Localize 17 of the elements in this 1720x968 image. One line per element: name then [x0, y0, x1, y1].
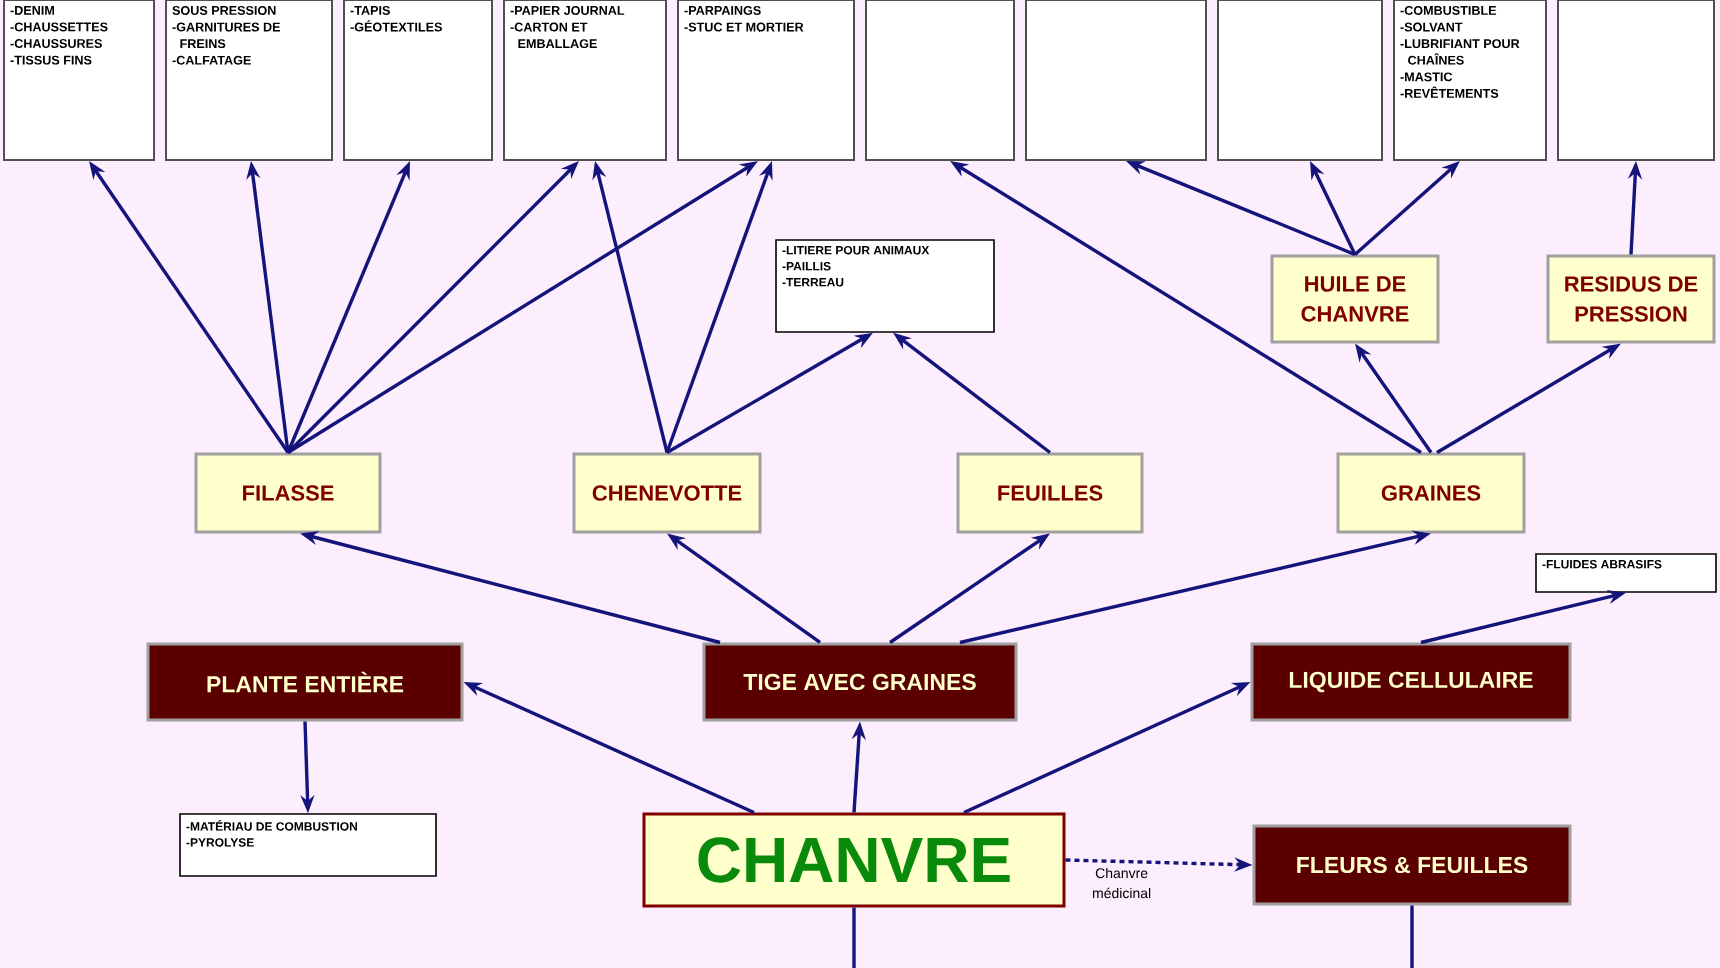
product-box: HUILE DE CHANVRE: [1270, 254, 1440, 344]
list-box: [1025, 0, 1207, 161]
product-box: RESIDUS DE PRESSION: [1546, 254, 1716, 344]
product-box: FEUILLES: [956, 452, 1144, 534]
product-box: CHENEVOTTE: [572, 452, 762, 534]
source-box: TIGE AVEC GRAINES: [702, 642, 1018, 722]
list-box: [1557, 0, 1715, 161]
product-box: FILASSE: [194, 452, 382, 534]
connector-line: [852, 907, 856, 968]
source-box: FLEURS & FEUILLES: [1252, 824, 1572, 906]
product-box: GRAINES: [1336, 452, 1526, 534]
list-box: [865, 0, 1015, 161]
source-box: LIQUIDE CELLULAIRE: [1250, 642, 1572, 722]
main-box: CHANVRE: [642, 812, 1066, 908]
connector-line: [1410, 905, 1414, 968]
source-box: PLANTE ENTIÈRE: [146, 642, 464, 722]
list-box: [1217, 0, 1383, 161]
